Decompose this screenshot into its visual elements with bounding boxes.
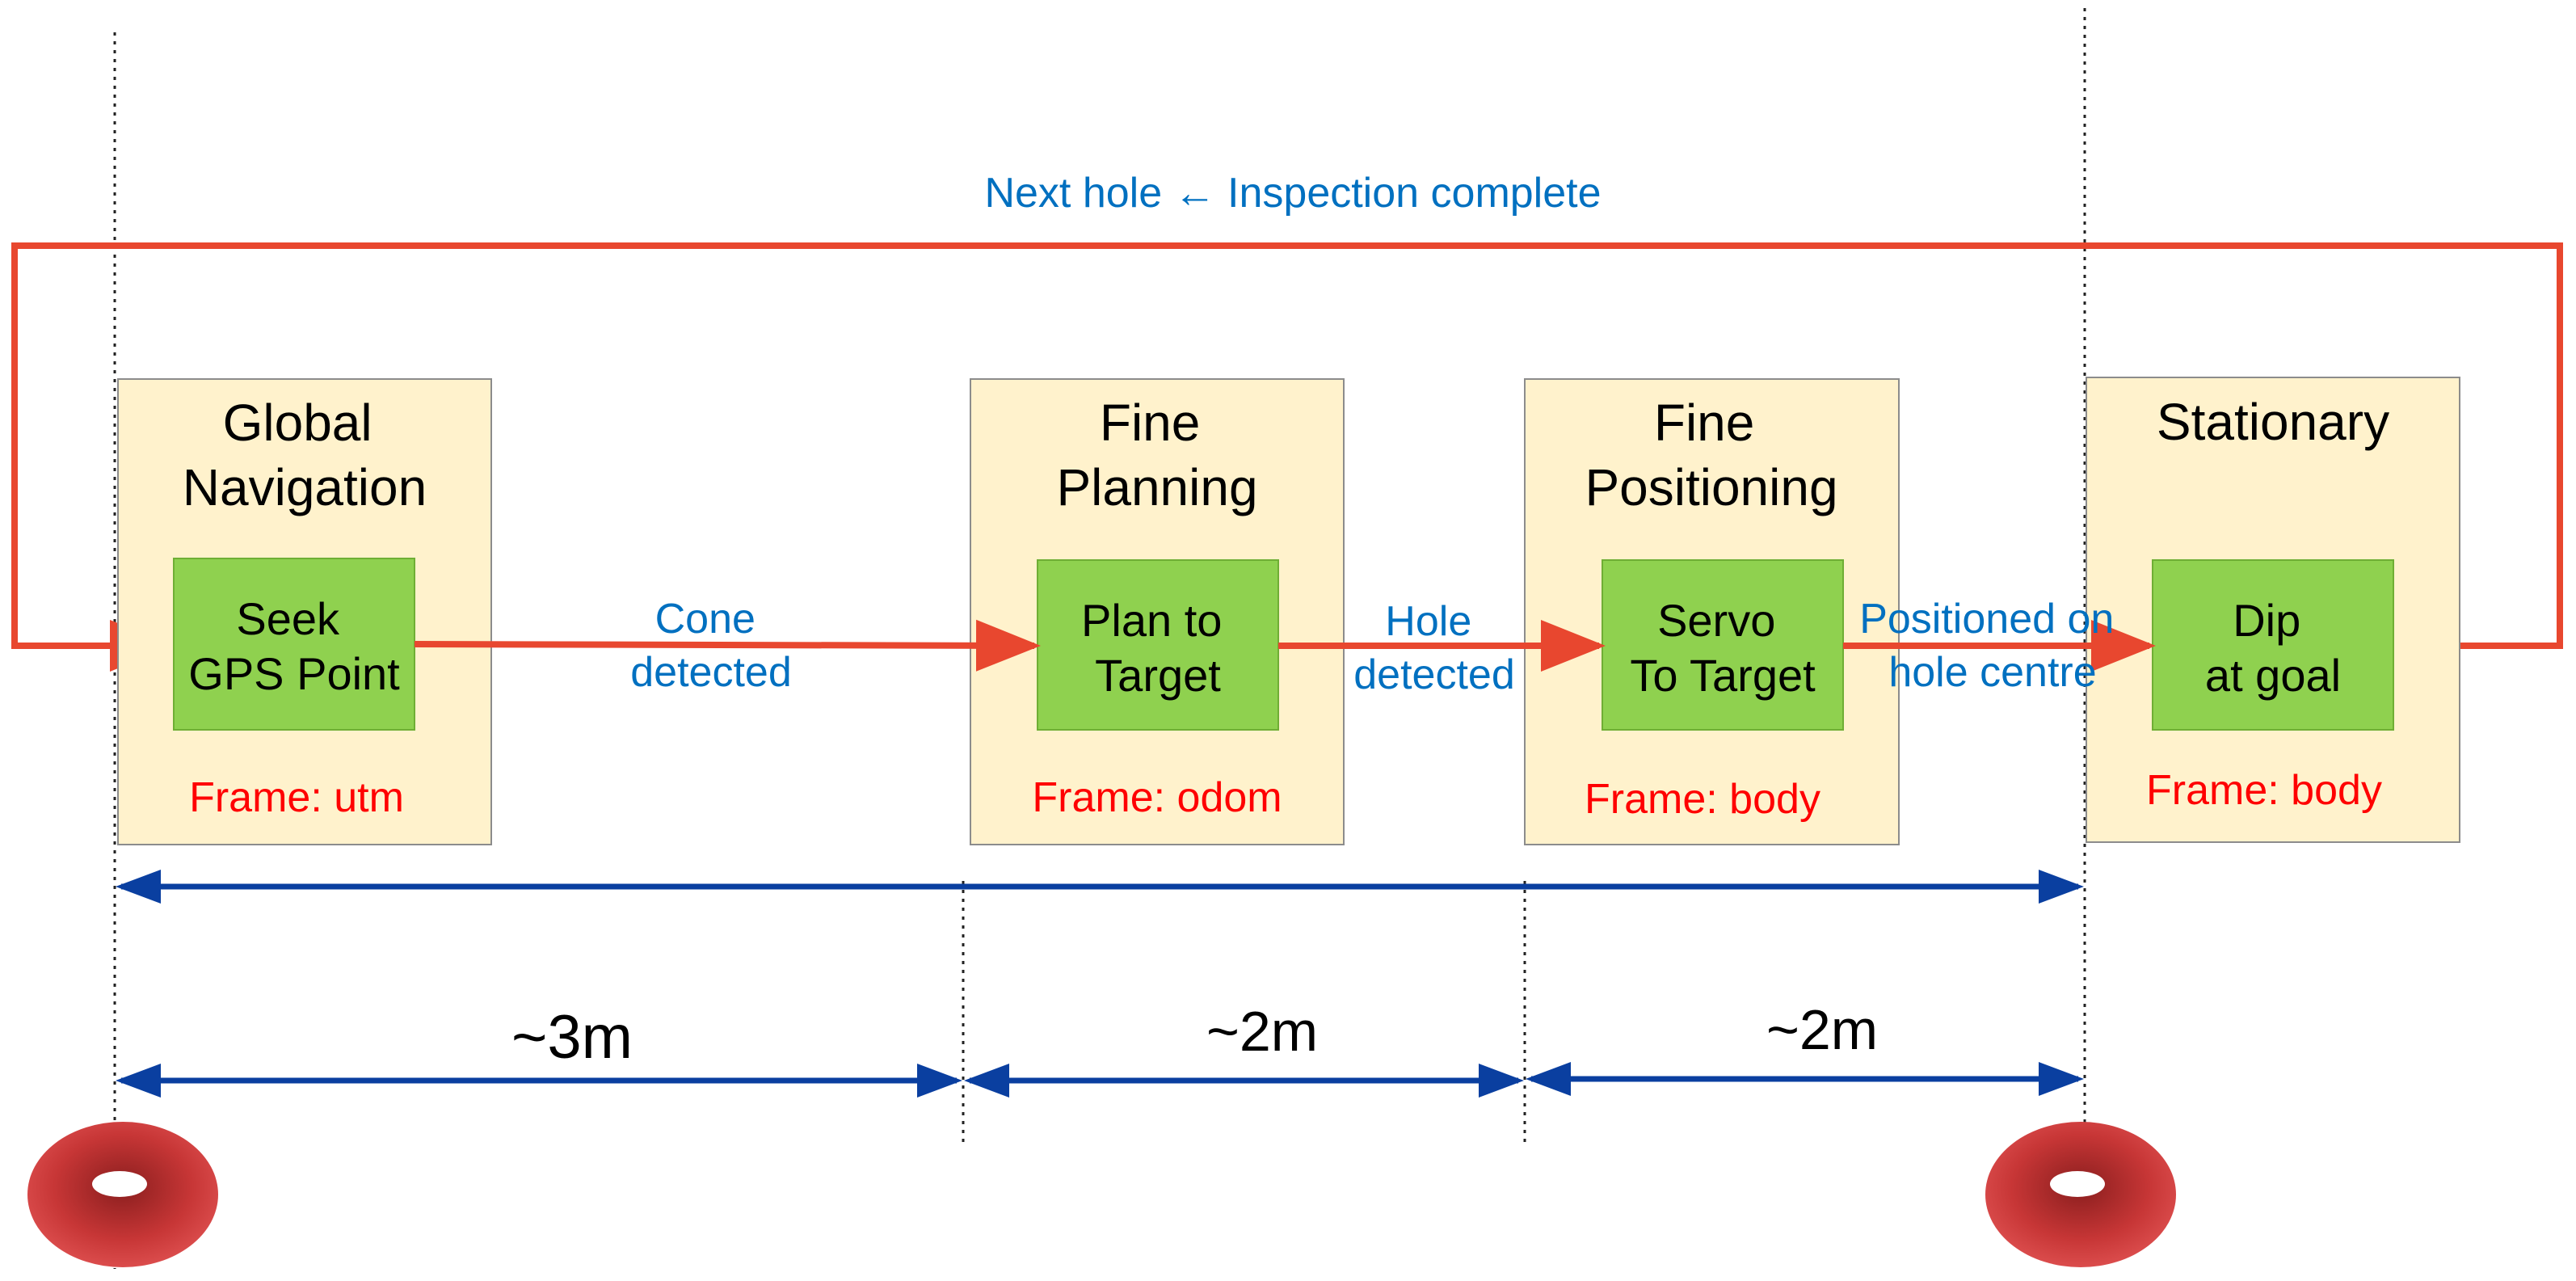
loop-label: Next hole ← Inspection complete bbox=[984, 170, 1601, 217]
action-label: Servo To Target bbox=[1630, 595, 1816, 701]
hole-start bbox=[27, 1122, 218, 1267]
transition-label-cone-detected: Cone detected bbox=[630, 596, 792, 696]
frame-label: Frame: odom bbox=[1032, 774, 1282, 821]
state-global-navigation: Global Navigation Seek GPS Point Frame: … bbox=[117, 378, 492, 845]
frame-label: Frame: body bbox=[2146, 767, 2382, 814]
action-box bbox=[1602, 559, 1844, 731]
frame-label: Frame: body bbox=[1585, 776, 1820, 823]
state-title: Fine Positioning bbox=[1585, 394, 1837, 516]
hole-goal-opening bbox=[2050, 1171, 2105, 1197]
state-fine-positioning: Fine Positioning Servo To Target Frame: … bbox=[1524, 378, 1900, 845]
action-label: Dip at goal bbox=[2205, 595, 2341, 701]
state-title: Fine Planning bbox=[1056, 394, 1257, 516]
frame-label: Frame: utm bbox=[189, 774, 404, 821]
transition-arrow-cone-detected bbox=[414, 619, 1041, 672]
distance-label-segment-1: ~3m bbox=[511, 1003, 633, 1072]
action-label: Plan to Target bbox=[1081, 595, 1235, 701]
state-title: Stationary bbox=[2157, 393, 2389, 451]
hole-goal bbox=[1985, 1122, 2176, 1267]
action-label: Seek GPS Point bbox=[188, 593, 400, 699]
distance-label-segment-3: ~2m bbox=[1766, 998, 1878, 1061]
hole-start-opening bbox=[92, 1171, 147, 1197]
transition-label-positioned: Positioned on hole centre bbox=[1859, 596, 2126, 696]
dimension-arrows bbox=[116, 870, 2084, 1098]
state-stationary: Stationary Dip at goal Frame: body bbox=[2086, 377, 2460, 843]
loop-back-path bbox=[11, 242, 2563, 672]
state-fine-planning: Fine Planning Plan to Target Frame: odom bbox=[970, 378, 1345, 845]
state-title: Global Navigation bbox=[183, 394, 427, 516]
transition-label-hole-detected: Hole detected bbox=[1353, 598, 1515, 698]
vertical-guides bbox=[113, 8, 2086, 1269]
action-box bbox=[173, 558, 415, 731]
distance-label-segment-2: ~2m bbox=[1206, 1000, 1318, 1063]
transition-arrows bbox=[414, 619, 2156, 672]
action-box bbox=[2152, 559, 2394, 731]
